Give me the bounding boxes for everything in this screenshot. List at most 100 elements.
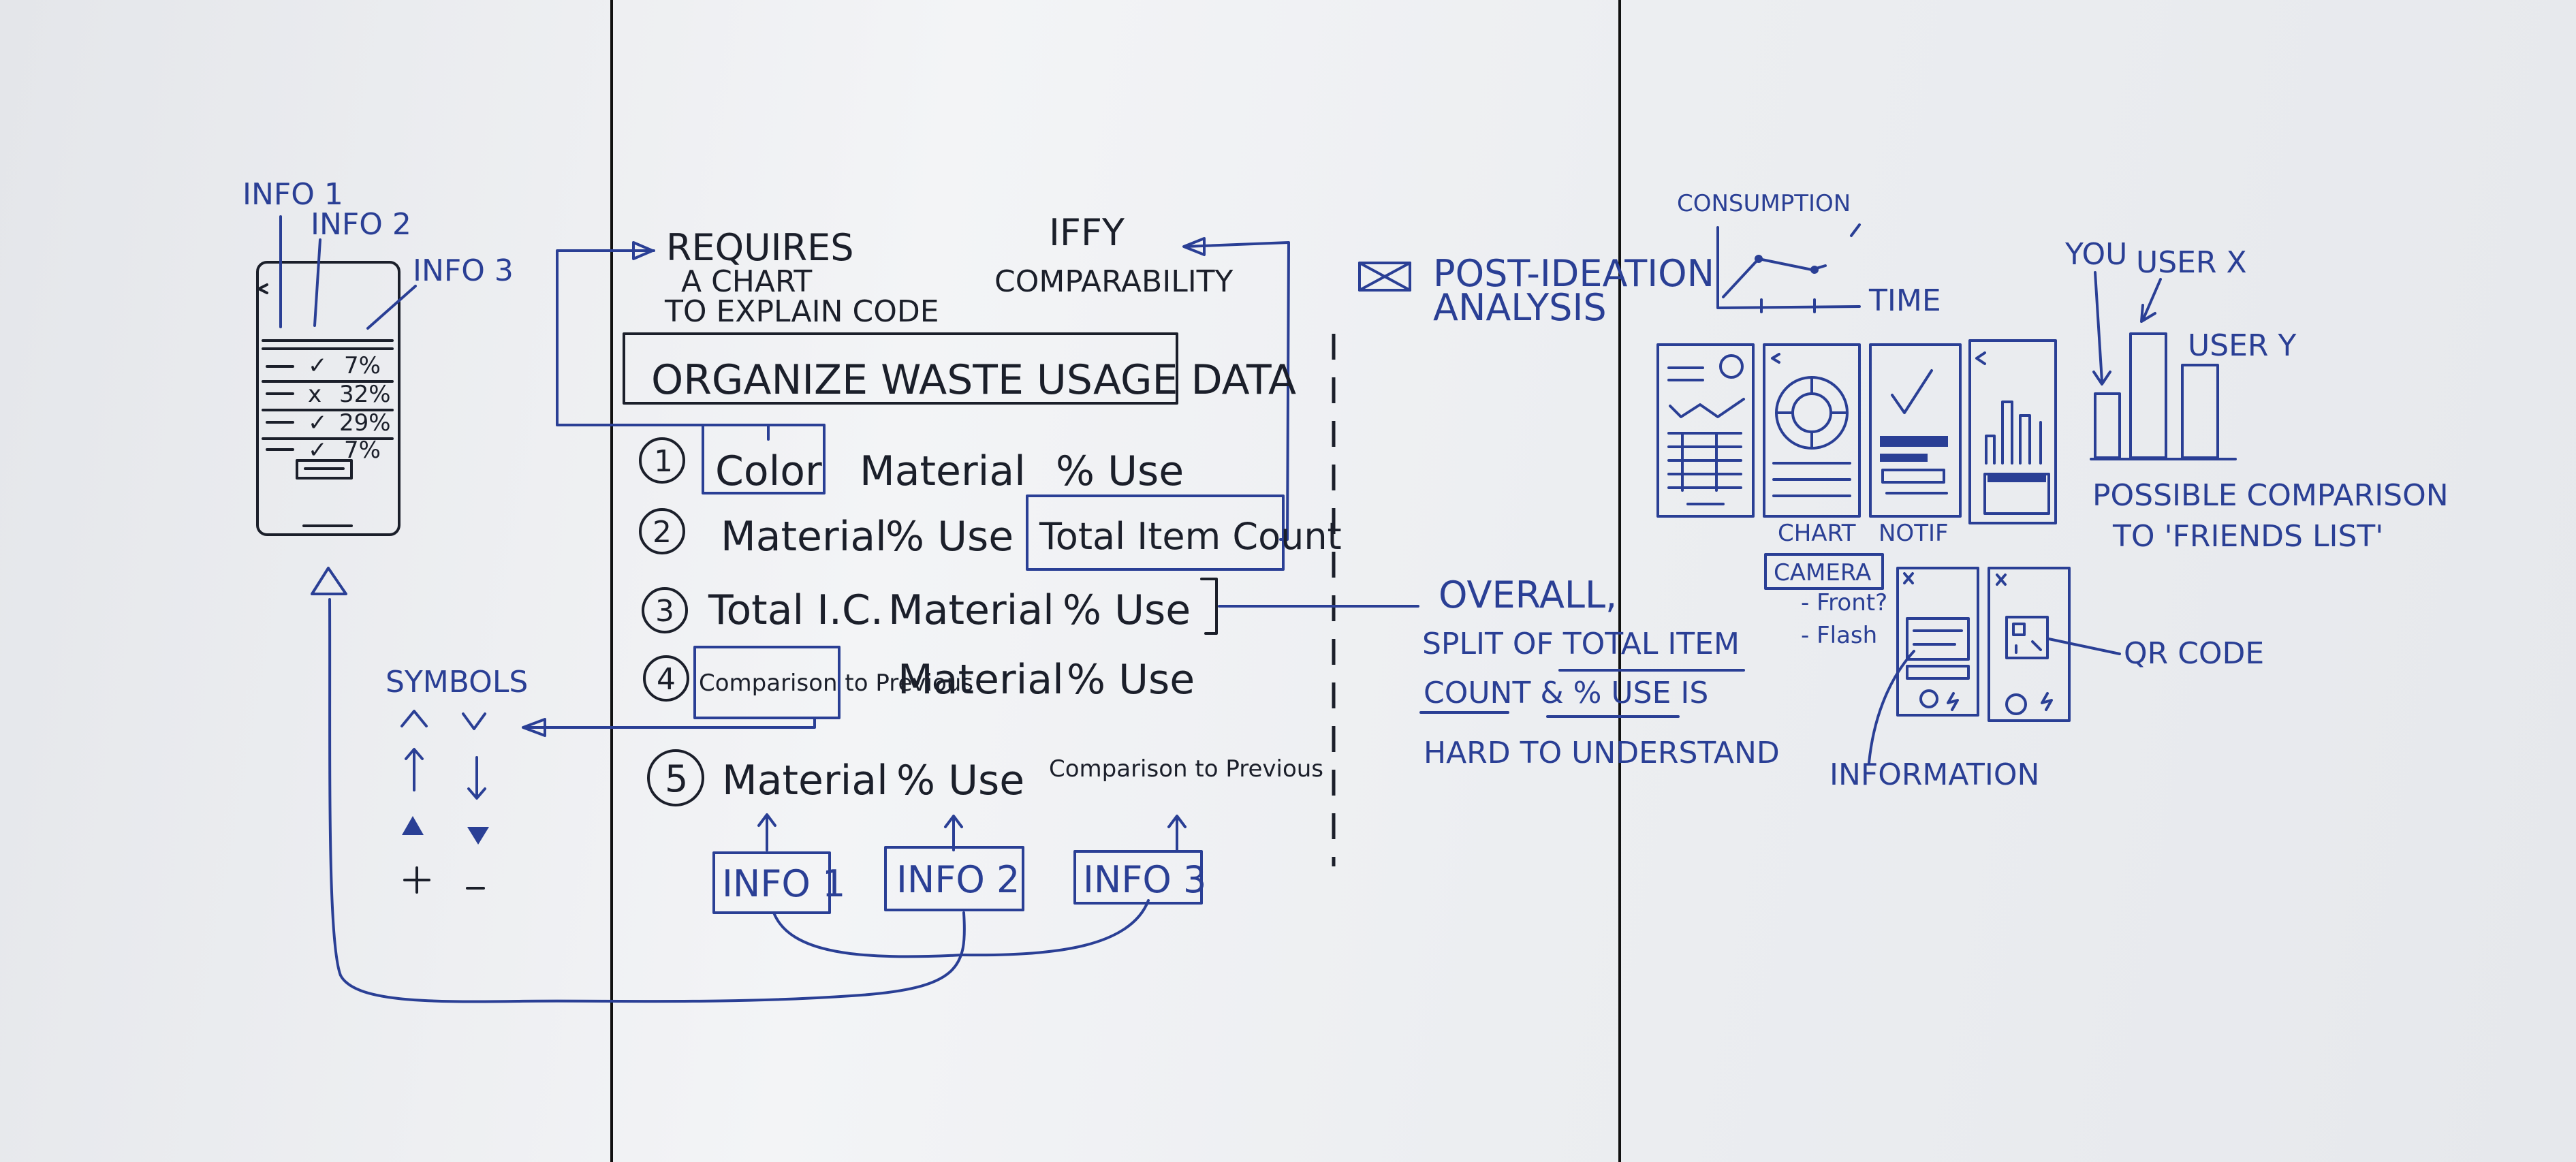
wireframe-row-mark-2: x: [308, 381, 321, 408]
info-box-1: INFO 1: [712, 851, 845, 914]
arrowhead-iffy-icon: [1182, 237, 1206, 256]
wireframe-row-value-1: 7%: [344, 352, 381, 379]
screen-label-notif: NOTIF: [1879, 520, 1949, 547]
wireframe-label-info2: INFO 2: [311, 207, 411, 242]
connector-qr: [2047, 638, 2121, 655]
post-ideation-title-2: ANALYSIS: [1433, 286, 1607, 329]
screen-sketch-bars: [1968, 339, 2057, 524]
option-row-2: 2 Material % Use Total Item Count: [639, 494, 1342, 571]
connector-info-to-wireframe: [328, 598, 966, 1003]
svg-text:Material: Material: [722, 757, 888, 804]
info-box-3: INFO 3: [1073, 850, 1206, 905]
svg-text:IFFY: IFFY: [1049, 211, 1125, 254]
svg-text:2: 2: [653, 515, 672, 550]
option-row-1: 1 Color Material % Use: [639, 424, 1184, 495]
bracket-requires: [556, 249, 770, 441]
svg-text:1: 1: [654, 444, 673, 479]
option-row-3: 3 Total I.C. Material % Use: [642, 578, 1218, 635]
svg-text:Comparison to Previous: Comparison to Previous: [699, 670, 973, 697]
connector-row4-to-symbols: [523, 717, 816, 729]
svg-text:% Use: % Use: [1063, 586, 1191, 634]
option-row-4: 4 Comparison to Previous Material % Use: [643, 646, 1195, 719]
svg-text:INFO 3: INFO 3: [1083, 858, 1206, 901]
wireframe-row-mark-1: ✓: [308, 352, 328, 379]
symbols-title: SYMBOLS: [386, 665, 528, 700]
qr-code-label: QR CODE: [2124, 636, 2264, 671]
consumption-chart-sketch: [1716, 223, 1861, 313]
phone-wireframe: ✓ 7% x 32% ✓ 29% ✓ 7%: [256, 215, 417, 536]
note-requires-chart: REQUIRES A CHART TO EXPLAIN CODE: [664, 226, 939, 329]
svg-text:4: 4: [657, 662, 676, 697]
svg-text:Material: Material: [898, 656, 1064, 704]
arrow-info2-up: [944, 815, 963, 851]
camera-box: [1764, 553, 1884, 590]
post-ideation-checkbox-icon: [1358, 262, 1411, 292]
screen-label-chart: CHART: [1778, 520, 1856, 547]
screen-sketch-notif: [1869, 343, 1962, 518]
wireframe-label-info1: INFO 1: [242, 177, 343, 212]
arrow-up-small-icon: [405, 748, 424, 791]
camera-option-flash: - Flash: [1801, 622, 1877, 649]
comparison-note-1: POSSIBLE COMPARISON: [2092, 478, 2449, 513]
screen-sketch-camera: [1896, 567, 1979, 717]
svg-text:Color: Color: [715, 447, 822, 495]
plus-icon: [403, 866, 430, 894]
svg-text:% Use: % Use: [885, 513, 1014, 561]
camera-option-front: - Front?: [1801, 589, 1887, 616]
wireframe-row-mark-3: ✓: [308, 409, 328, 437]
screen-sketch-home: [1656, 343, 1755, 518]
symbols-grid: [400, 710, 489, 894]
friends-bar-chart-sketch: [2090, 271, 2237, 460]
svg-text:% Use: % Use: [1067, 656, 1195, 704]
arrow-up-icon: [311, 567, 347, 595]
caret-up-icon: [400, 710, 428, 727]
svg-text:INFO 2: INFO 2: [896, 858, 1020, 901]
user-y-label: USER Y: [2188, 328, 2296, 363]
svg-text:COUNT & % USE IS: COUNT & % USE IS: [1424, 676, 1708, 710]
svg-text:SPLIT OF TOTAL ITEM: SPLIT OF TOTAL ITEM: [1422, 627, 1740, 661]
arrow-info1-up: [757, 813, 776, 851]
arrowhead-requires-icon: [632, 241, 654, 260]
arrow-info3-up: [1167, 815, 1187, 853]
svg-text:% Use: % Use: [1056, 447, 1184, 495]
camera-label: CAMERA: [1774, 559, 1871, 586]
screen-sketch-qr: [1988, 567, 2071, 722]
arrow-down-small-icon: [467, 756, 486, 800]
triangle-up-icon: [402, 816, 424, 835]
svg-text:Comparison to Previous: Comparison to Previous: [1049, 755, 1323, 783]
screen-sketch-chart: [1763, 343, 1861, 518]
svg-text:Material: Material: [721, 513, 887, 561]
consumption-label: CONSUMPTION: [1677, 190, 1851, 217]
organize-title-box: [623, 332, 1178, 405]
svg-text:INFO 1: INFO 1: [722, 862, 845, 905]
option-row-5: 5 Material % Use Comparison to Previous: [647, 749, 1323, 806]
information-label: INFORMATION: [1829, 757, 2039, 792]
wireframe-row-value-2: 32%: [339, 381, 391, 408]
svg-text:HARD TO UNDERSTAND: HARD TO UNDERSTAND: [1424, 736, 1780, 770]
svg-text:3: 3: [655, 594, 674, 629]
svg-text:REQUIRES: REQUIRES: [666, 226, 854, 269]
arrowhead-symbols-icon: [522, 718, 546, 737]
comparison-note-2: TO 'FRIENDS LIST': [2112, 519, 2383, 554]
info-box-2: INFO 2: [884, 846, 1024, 911]
svg-text:TO EXPLAIN CODE: TO EXPLAIN CODE: [664, 294, 939, 329]
connector-information: [1868, 650, 1915, 764]
svg-text:COMPARABILITY: COMPARABILITY: [994, 264, 1234, 299]
wireframe-rows: ✓ 7% x 32% ✓ 29% ✓ 7%: [262, 352, 394, 464]
svg-text:OVERALL,: OVERALL,: [1439, 574, 1617, 616]
you-label: YOU: [2064, 237, 2127, 272]
svg-text:Total I.C.: Total I.C.: [708, 586, 883, 634]
svg-text:5: 5: [665, 757, 688, 800]
user-x-label: USER X: [2136, 245, 2247, 280]
triangle-down-icon: [467, 827, 489, 845]
svg-text:% Use: % Use: [896, 757, 1024, 804]
connector-info3: [962, 899, 1150, 957]
time-label: TIME: [1868, 283, 1941, 318]
note-iffy: IFFY COMPARABILITY: [994, 211, 1234, 299]
overall-note: OVERALL, SPLIT OF TOTAL ITEM COUNT & % U…: [1419, 574, 1780, 770]
post-ideation-title-1: POST-IDEATION: [1433, 252, 1714, 295]
svg-text:Material: Material: [888, 586, 1054, 634]
svg-text:Total Item Count: Total Item Count: [1039, 515, 1342, 558]
